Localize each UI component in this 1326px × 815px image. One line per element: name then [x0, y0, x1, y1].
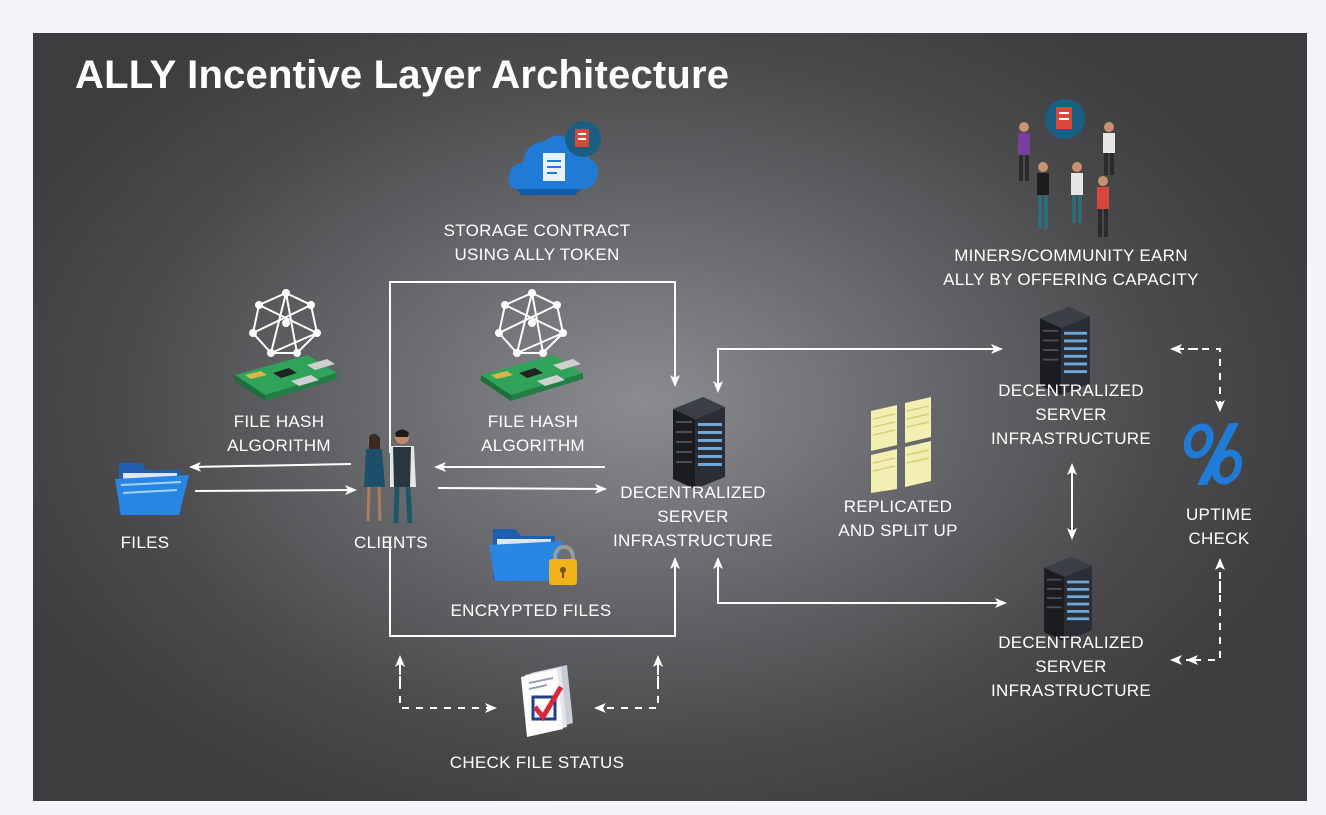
cloud-contract-icon — [508, 121, 601, 195]
circuit-board-icon — [235, 289, 337, 401]
server-rack-icon — [1040, 306, 1090, 396]
server-rack-icon — [1044, 556, 1092, 642]
server-center-label: DECENTRALIZED SERVER INFRASTRUCTURE — [612, 483, 774, 550]
file-hash-left-label: FILE HASH ALGORITHM — [227, 412, 331, 455]
arrow-server-to-bottom-right — [717, 573, 1007, 608]
uptime-check-label: UPTIME CHECK — [1185, 505, 1253, 548]
checklist-icon — [521, 665, 573, 737]
person-dark — [1037, 162, 1049, 229]
arrow-clients-to-server — [437, 483, 607, 494]
storage-contract-label: STORAGE CONTRACT USING ALLY TOKEN — [443, 221, 631, 264]
person-white-top — [1103, 122, 1115, 175]
person-purple — [1018, 122, 1030, 181]
clients-label: CLIENTS — [354, 533, 428, 552]
person-white-mid — [1071, 162, 1083, 223]
percent-icon — [1183, 423, 1243, 485]
file-hash-center-label: FILE HASH ALGORITHM — [481, 412, 585, 455]
arrow-files-to-clients — [194, 485, 357, 496]
dashed-arrow-status-right — [594, 668, 659, 713]
encrypted-files-label: ENCRYPTED FILES — [450, 601, 612, 620]
dashed-arrow-uptime-top — [1188, 348, 1225, 412]
server-bottom-right-label: DECENTRALIZED SERVER INFRASTRUCTURE — [990, 633, 1152, 700]
circuit-board-icon — [481, 289, 583, 401]
diagram-canvas: ALLY Incentive Layer Architecture — [33, 33, 1307, 801]
arrow-top-loop — [389, 281, 680, 453]
arrow-clients-to-files — [189, 461, 352, 472]
replicated-label: REPLICATED AND SPLIT UP — [838, 497, 958, 540]
folder-icon — [115, 463, 189, 515]
arrow-server-to-top-right — [717, 344, 1003, 390]
miners-label: MINERS/COMMUNITY EARN ALLY BY OFFERING C… — [943, 246, 1199, 289]
person-red — [1097, 176, 1109, 237]
server-rack-icon — [673, 397, 725, 489]
locked-folder-icon — [489, 529, 577, 585]
arrow-bottom-loop — [389, 538, 680, 637]
dashed-arrow-status-left — [399, 668, 497, 713]
server-top-right-label: DECENTRALIZED SERVER INFRASTRUCTURE — [990, 381, 1152, 448]
community-icon — [1018, 99, 1115, 237]
check-file-status-label: CHECK FILE STATUS — [449, 753, 625, 772]
connection-arrows — [189, 281, 1225, 713]
files-label: FILES — [120, 533, 170, 552]
split-blocks-icon — [871, 397, 931, 493]
dashed-arrow-uptime-bottom — [1186, 581, 1221, 665]
people-icon — [364, 429, 416, 524]
diagram-title: ALLY Incentive Layer Architecture — [75, 53, 730, 97]
